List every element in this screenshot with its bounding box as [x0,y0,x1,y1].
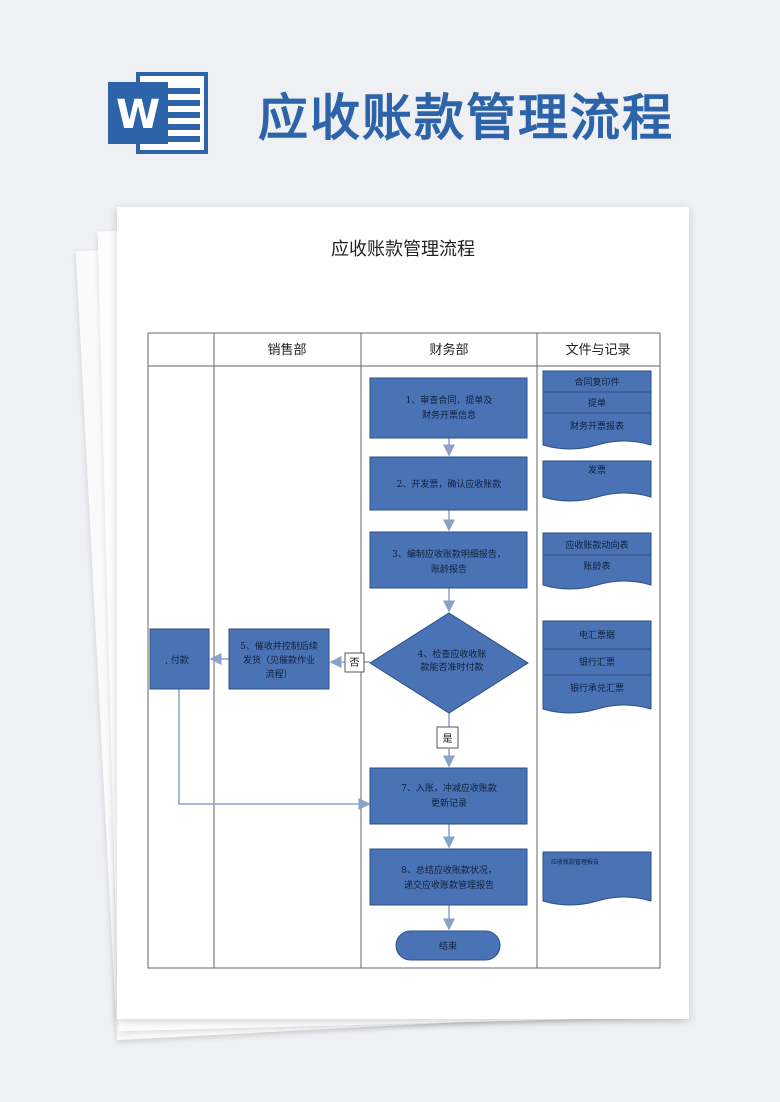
record-group-2: 发票 [542,460,652,502]
lane-header-finance: 财务部 [429,342,468,358]
node-label: 财务开票报表 [570,420,624,432]
node-label: 银行汇票 [579,656,615,668]
node-label: 否 [350,657,360,669]
label-no: 否 [344,652,365,673]
swimlane-grid [147,332,661,969]
node-label: 银行承兑汇票 [570,682,624,694]
node-label: 账龄报告 [431,563,467,575]
connectors [178,438,455,931]
logo-letter: W [116,92,160,138]
record-group-5: 应收账款管理报告 [542,851,652,906]
node-label: 3、编制应收账款明细报告， [392,548,506,560]
terminal-end: 结束 [395,930,501,961]
node-label: 7、入账，冲减应收账款 [401,782,497,794]
document-page: 应收账款管理流程 销售部 财务部 文件与记录 [117,207,689,1019]
flowchart: 销售部 财务部 文件与记录 1、审查合同，提单及 财务开票信息 2、开发票，确认… [147,332,661,969]
node-label: 8、总结应收账款状况， [401,864,497,876]
lane-header-sales: 销售部 [267,342,306,358]
arrow-pay-7 [178,689,371,810]
document-title: 应收账款管理流程 [331,239,475,260]
lane-header-records: 文件与记录 [565,343,630,358]
header-banner: W 应收账款管理流程 [0,0,780,180]
node-label: 4、检查应收收账 [418,648,487,660]
node-label: , 付款 [165,654,189,666]
process-payment: , 付款 [149,628,210,690]
node-label: 款能否准时付款 [420,661,483,673]
node-label: 1、审查合同，提单及 [406,394,493,406]
node-label: 递交应收账款管理报告 [404,879,494,891]
process-step-5: 5、催收并控制后续 发货（见催款作业 流程） [228,628,330,690]
record-group-3: 应收账款动向表 账龄表 [542,532,652,590]
process-step-7: 7、入账，冲减应收账款 更新记录 [369,767,528,825]
node-label: 提单 [588,397,606,409]
node-label: 是 [443,733,453,745]
node-label: 财务开票信息 [422,409,476,421]
node-label: 结束 [439,940,457,952]
node-label: 发票 [588,464,606,476]
banner-title: 应收账款管理流程 [258,88,674,147]
node-label: 合同复印件 [574,376,619,388]
node-label: 账龄表 [583,560,610,572]
record-group-4: 电汇票据 银行汇票 银行承兑汇票 [542,620,652,714]
decision-step-4: 4、检查应收收账 款能否准时付款 [369,612,529,714]
node-label: 应收账款动向表 [565,539,628,551]
node-label: 5、催收并控制后续 [240,640,318,652]
label-yes: 是 [436,726,459,749]
process-step-1: 1、审查合同，提单及 财务开票信息 [369,377,528,439]
node-label: 更新记录 [431,797,467,809]
process-step-2: 2、开发票，确认应收账款 [369,456,528,511]
node-label: 电汇票据 [579,629,615,641]
process-step-3: 3、编制应收账款明细报告， 账龄报告 [369,531,528,589]
node-label: 流程） [265,668,292,680]
word-logo-icon: W [108,72,208,154]
record-group-1: 合同复印件 提单 财务开票报表 [542,370,652,450]
node-label: 应收账款管理报告 [551,858,599,866]
node-label: 发货（见催款作业 [243,654,315,666]
node-label: 2、开发票，确认应收账款 [397,478,502,490]
process-step-8: 8、总结应收账款状况， 递交应收账款管理报告 [369,848,528,906]
